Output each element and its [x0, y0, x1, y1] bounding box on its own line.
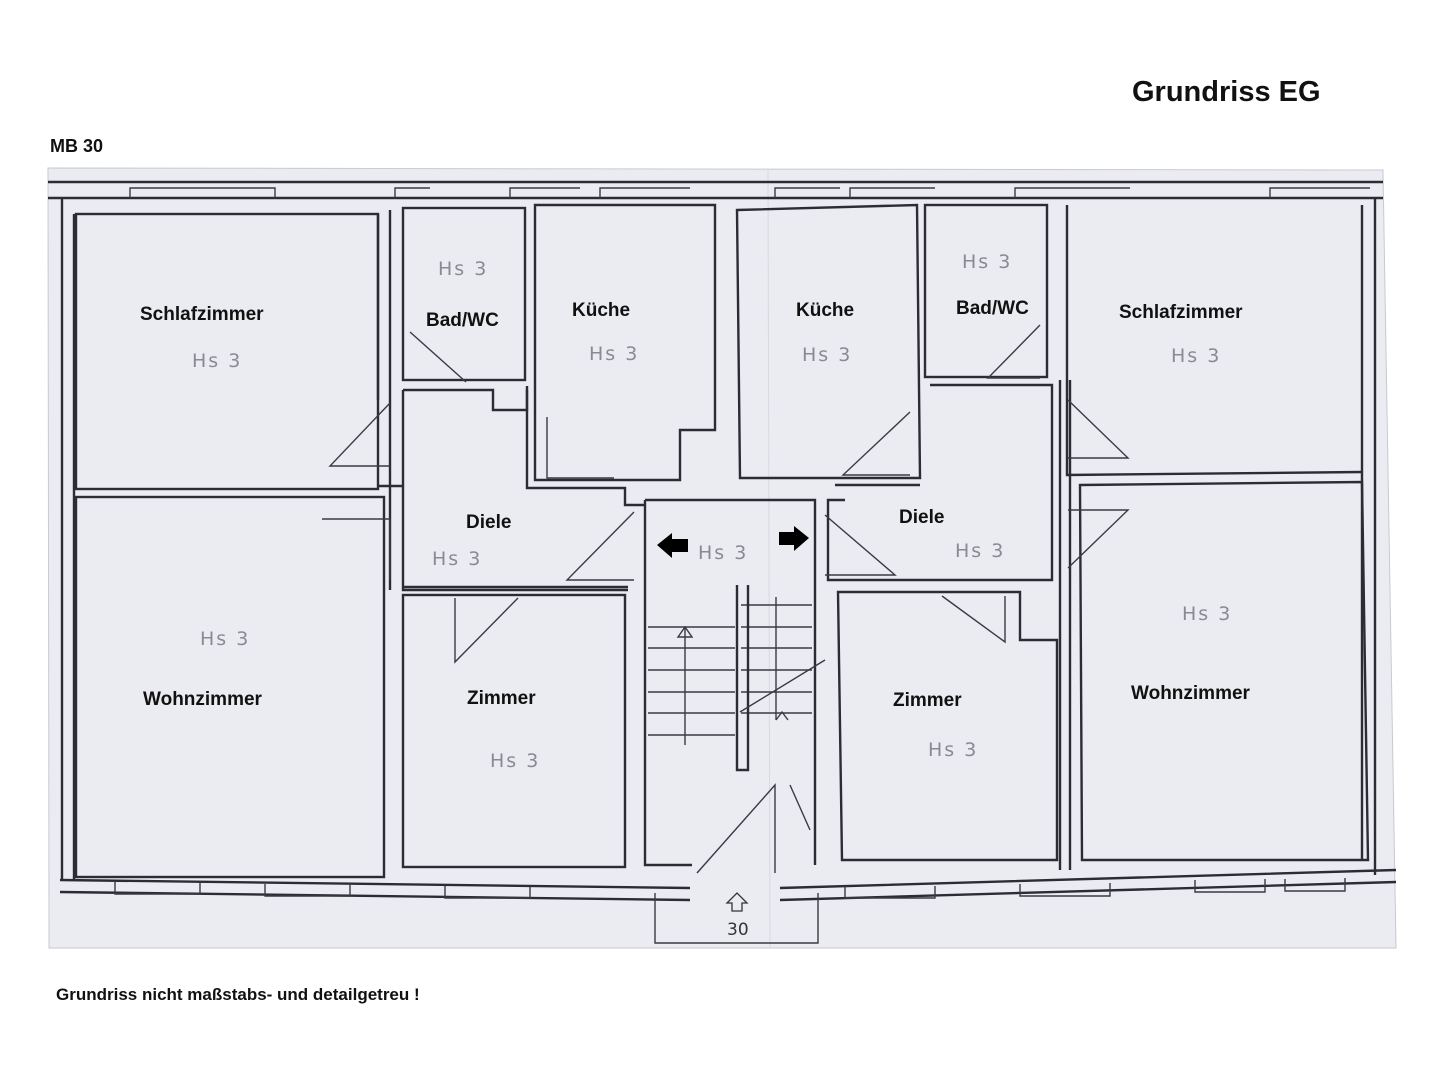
label-right-kueche: Küche [796, 300, 854, 321]
code-right-schlafzimmer: Hs 3 [1171, 345, 1221, 367]
code-left-bad: Hs 3 [438, 258, 488, 280]
paper-fold [767, 169, 771, 949]
page-title: Grundriss EG [1132, 76, 1321, 108]
left-unit-walls [74, 203, 717, 879]
label-right-zimmer: Zimmer [893, 690, 962, 711]
code-right-wohnzimmer: Hs 3 [1182, 603, 1232, 625]
code-left-zimmer: Hs 3 [490, 750, 540, 772]
label-right-wohnzimmer: Wohnzimmer [1131, 683, 1251, 704]
label-right-schlafzimmer: Schlafzimmer [1119, 302, 1243, 323]
code-right-kueche: Hs 3 [802, 344, 852, 366]
label-left-bad: Bad/WC [426, 310, 499, 331]
code-stairwell: Hs 3 [698, 542, 748, 564]
disclaimer-note: Grundriss nicht maßstabs- und detailgetr… [56, 985, 420, 1004]
label-left-wohnzimmer: Wohnzimmer [143, 689, 263, 710]
code-left-schlafzimmer: Hs 3 [192, 350, 242, 372]
room-labels: Schlafzimmer Bad/WC Küche Küche Bad/WC S… [140, 298, 1251, 711]
label-left-schlafzimmer: Schlafzimmer [140, 304, 264, 325]
label-right-diele: Diele [899, 507, 944, 528]
code-right-zimmer: Hs 3 [928, 739, 978, 761]
building-label: MB 30 [50, 136, 104, 156]
entrance-icon [725, 892, 749, 912]
label-left-kueche: Küche [572, 300, 630, 321]
label-right-bad: Bad/WC [956, 298, 1029, 319]
arrow-right-icon [779, 526, 809, 551]
house-number: 30 [727, 920, 749, 940]
arrow-left-icon [657, 533, 688, 558]
room-codes: Hs 3 Hs 3 Hs 3 Hs 3 Hs 3 Hs 3 Hs 3 Hs 3 … [192, 251, 1232, 940]
code-left-kueche: Hs 3 [589, 343, 639, 365]
outer-walls [48, 180, 1397, 944]
code-right-bad: Hs 3 [962, 251, 1012, 273]
code-left-wohnzimmer: Hs 3 [200, 628, 250, 650]
code-right-diele: Hs 3 [955, 540, 1005, 562]
right-unit-walls [735, 203, 1370, 870]
stairwell [643, 498, 826, 874]
label-left-diele: Diele [466, 512, 511, 533]
label-left-zimmer: Zimmer [467, 688, 536, 709]
code-left-diele: Hs 3 [432, 548, 482, 570]
